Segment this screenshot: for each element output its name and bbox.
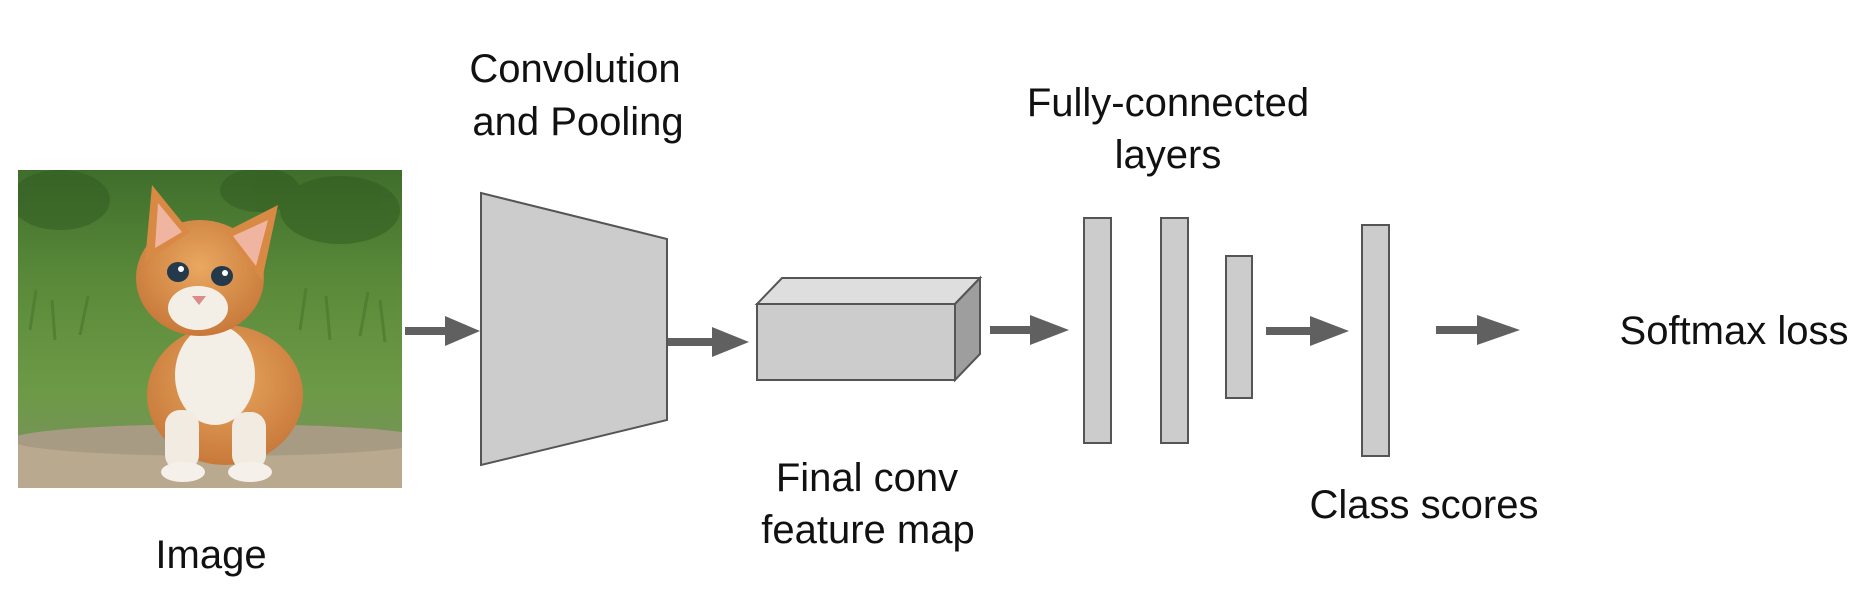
- conv-label-line2: and Pooling: [472, 100, 683, 144]
- fc-layer-1: [1083, 217, 1112, 444]
- arrow-5: [1436, 315, 1520, 345]
- feature-map-label-line2: feature map: [761, 508, 974, 552]
- conv-pool-block: [480, 191, 668, 467]
- feature-map-label-line1: Final conv: [776, 456, 958, 500]
- arrow-4: [1266, 316, 1349, 346]
- arrow-3: [990, 315, 1069, 345]
- class-scores-layer: [1361, 224, 1390, 457]
- fc-layer-2: [1160, 217, 1189, 444]
- kitten-photo: [18, 170, 402, 488]
- image-label: Image: [155, 533, 266, 577]
- conv-label-line1: Convolution: [469, 47, 680, 91]
- arrow-1: [405, 316, 480, 346]
- softmax-label: Softmax loss: [1620, 309, 1849, 353]
- arrow-2: [668, 327, 749, 357]
- fc-layer-3: [1225, 255, 1253, 399]
- fc-label-line2: layers: [1115, 133, 1222, 177]
- class-scores-label: Class scores: [1310, 483, 1539, 527]
- fc-label-line1: Fully-connected: [1027, 81, 1309, 125]
- feature-map-block: [754, 275, 983, 383]
